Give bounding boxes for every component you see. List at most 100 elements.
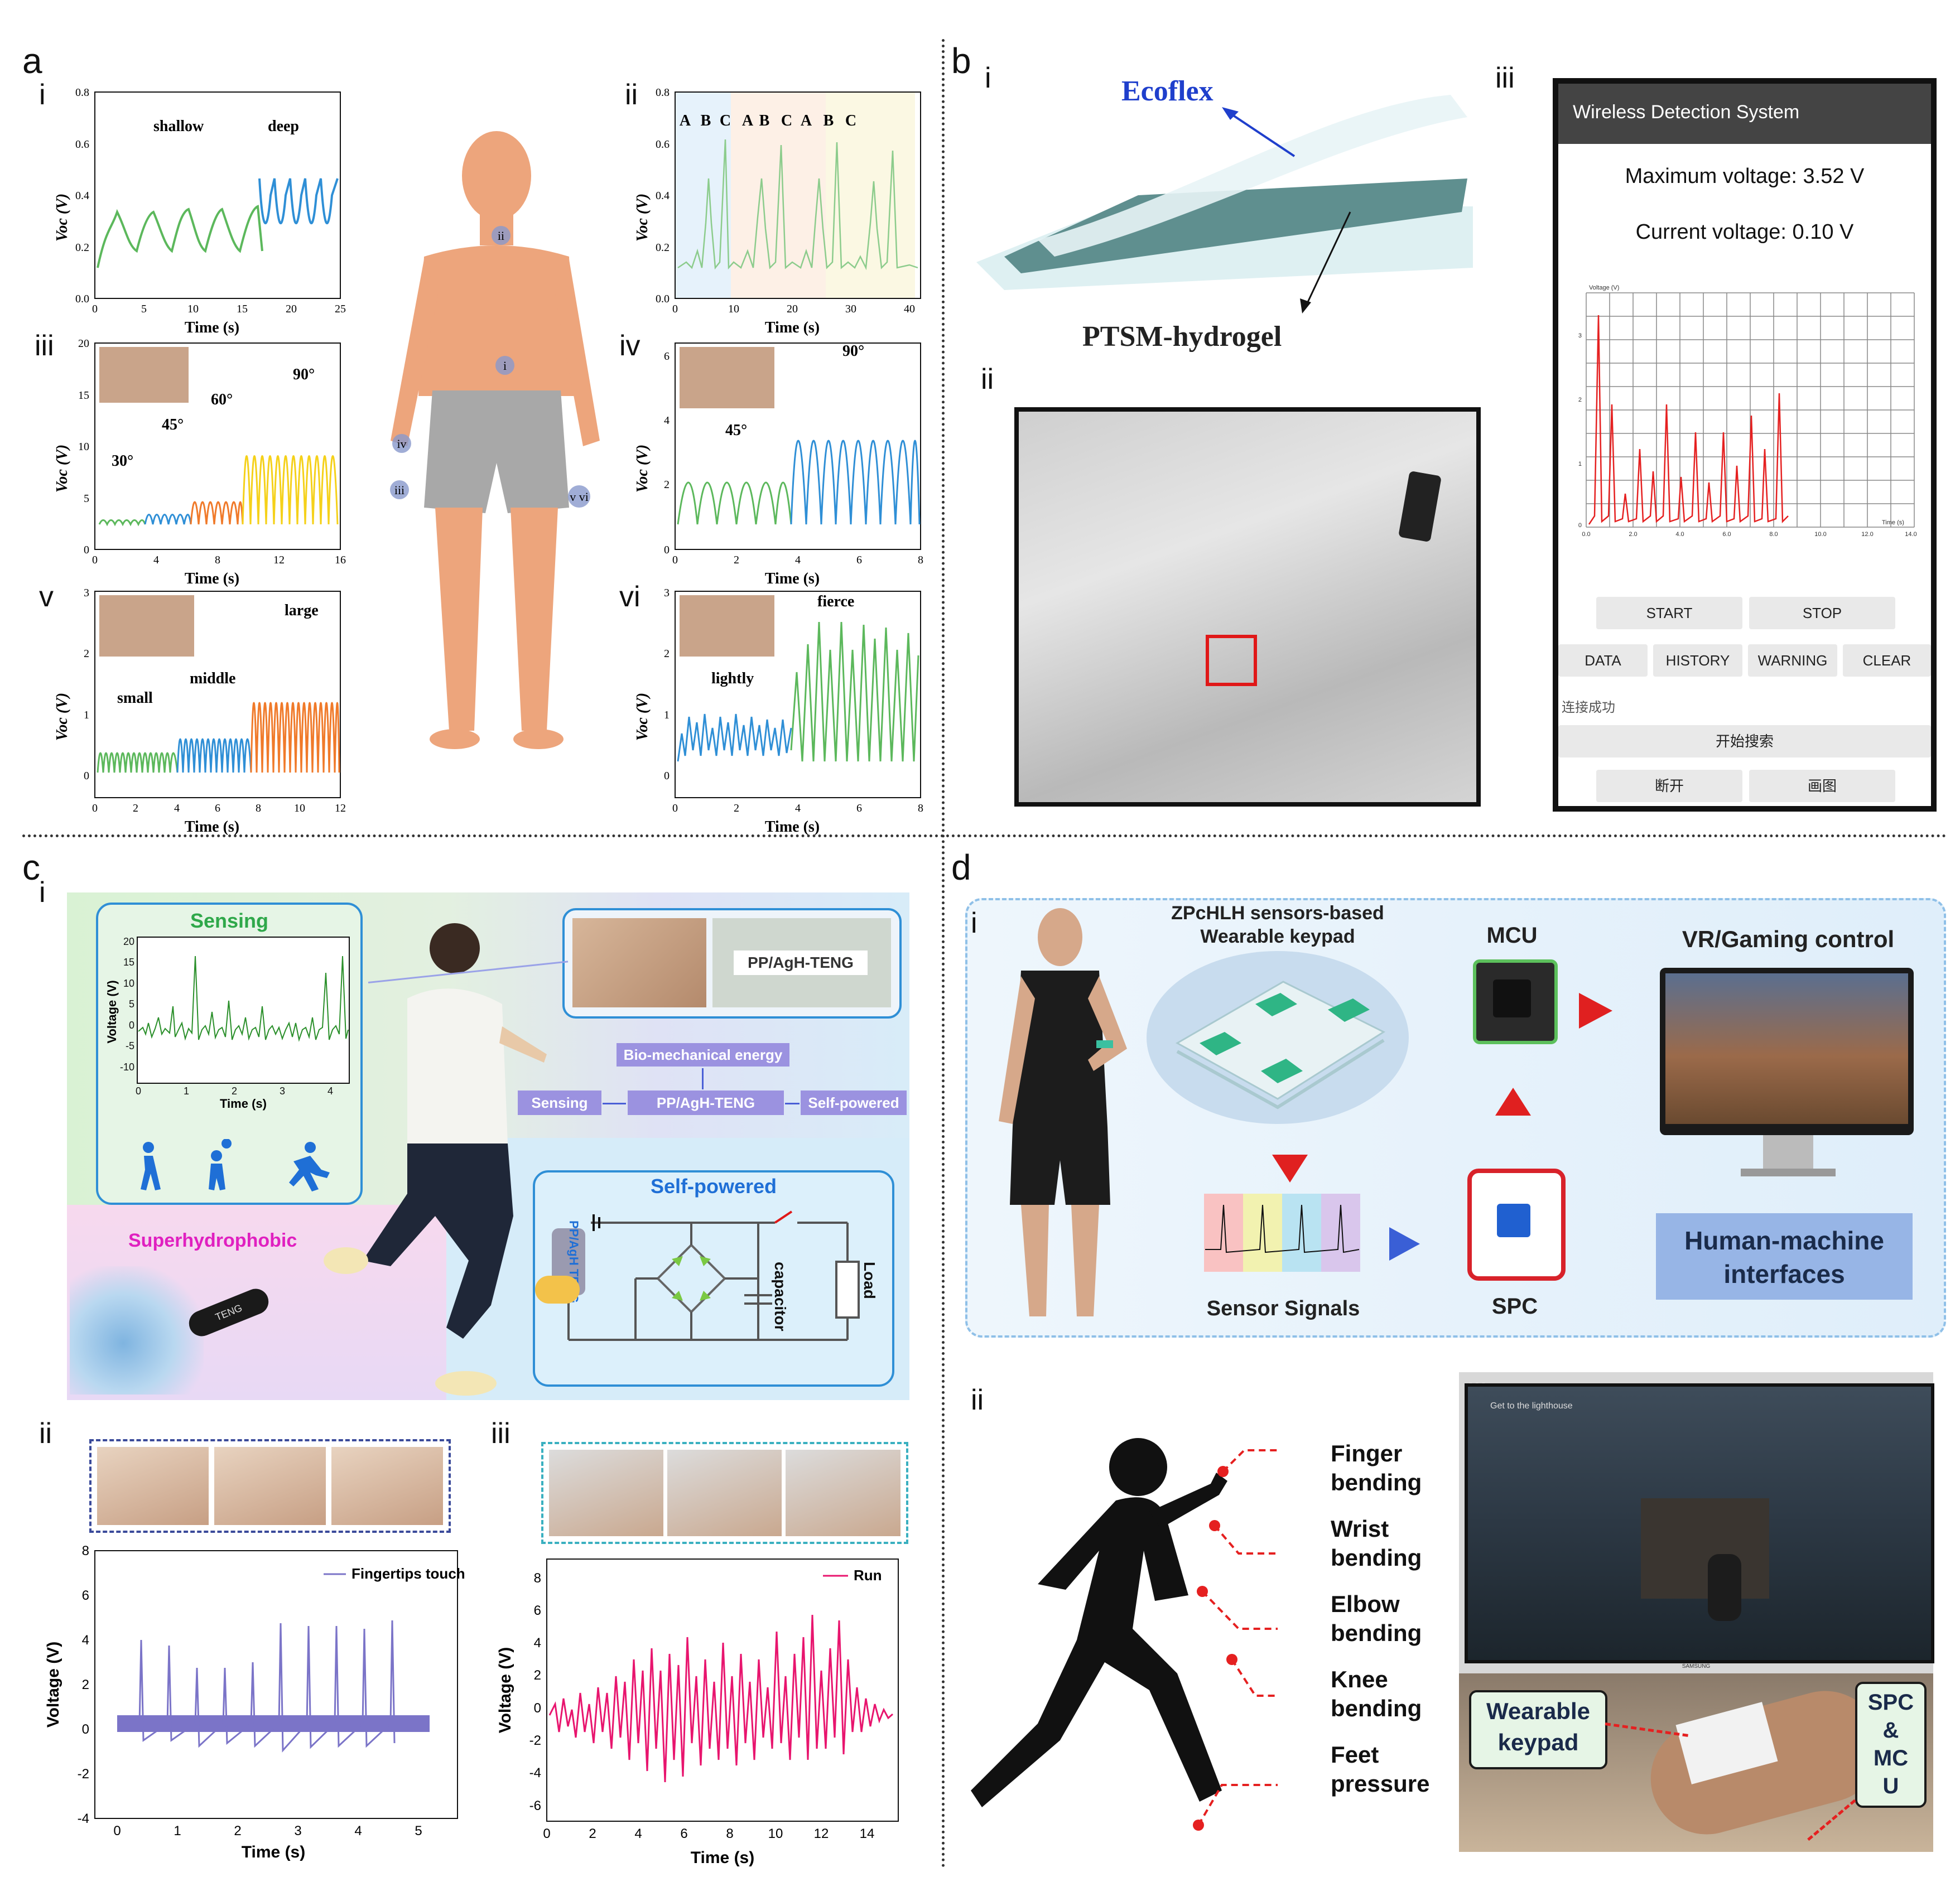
label-elbow-bending: Elbow bending <box>1331 1590 1422 1648</box>
y-tick: 0.2 <box>656 242 670 254</box>
sensing-x-label: Time (s) <box>220 1097 267 1111</box>
vr-monitor <box>1660 968 1914 1135</box>
callout-line: U <box>1882 1774 1899 1798</box>
y-tick: -4 <box>78 1811 89 1826</box>
callout-line: MC <box>1873 1746 1909 1770</box>
clear-button[interactable]: CLEAR <box>1843 644 1931 677</box>
rectifier-circuit: PP/AgH TENG capacitor Load <box>552 1210 878 1341</box>
y-tick: 0 <box>664 544 670 556</box>
annotation-deep: deep <box>268 118 299 135</box>
y-tick: 1 <box>664 709 670 721</box>
x-tick: 0 <box>672 802 678 814</box>
arrow-keypad-to-signals <box>1272 1155 1308 1183</box>
vr-gaming-control-label: VR/Gaming control <box>1682 926 1895 952</box>
y-tick: 5 <box>84 493 89 505</box>
y-tick: 15 <box>123 957 134 968</box>
warning-button[interactable]: WARNING <box>1748 644 1837 677</box>
x-tick: 8 <box>918 802 923 814</box>
y-tick: 20 <box>78 337 89 350</box>
x-tick: 4 <box>795 554 801 566</box>
x-tick: 10 <box>294 802 305 814</box>
load-label: Load <box>861 1262 878 1299</box>
annotation: C <box>781 112 792 129</box>
y-tick: 0.6 <box>656 138 670 151</box>
y-tick: 6 <box>82 1588 89 1603</box>
x-tick: 10 <box>768 1826 783 1841</box>
x-tick: 8 <box>918 554 923 566</box>
label-feet-pressure: Feet pressure <box>1331 1740 1429 1798</box>
marker-fingertip: v vi <box>570 490 589 504</box>
x-tick: 4 <box>174 802 180 814</box>
annotation: small <box>117 689 153 707</box>
y-tick: 2 <box>664 648 670 660</box>
start-button[interactable]: START <box>1596 597 1742 629</box>
legend-run: Run <box>854 1567 882 1584</box>
x-tick: 0 <box>113 1823 121 1839</box>
y-tick: 0.0 <box>656 293 670 305</box>
y-tick: 0 <box>82 1722 89 1737</box>
x-tick: 0 <box>543 1826 550 1841</box>
horizontal-divider <box>22 834 1947 837</box>
y-axis-label: Voltage (V) <box>44 1642 62 1728</box>
x-tick: 0 <box>136 1085 141 1097</box>
annotation: C <box>720 112 731 129</box>
sublabel-d-i: i <box>971 907 977 939</box>
keypad-illustration <box>1147 951 1409 1124</box>
x-tick: 2 <box>133 802 138 814</box>
annotation: 60° <box>211 391 233 408</box>
self-powered-title: Self-powered <box>650 1175 777 1198</box>
x-tick: 12 <box>273 554 285 566</box>
x-tick: 6 <box>680 1826 687 1841</box>
game-objective-text: Get to the lighthouse <box>1490 1401 1573 1411</box>
disconnect-button[interactable]: 断开 <box>1596 770 1742 802</box>
vertical-divider <box>942 39 945 1869</box>
data-button[interactable]: DATA <box>1558 644 1648 677</box>
history-button[interactable]: HISTORY <box>1653 644 1742 677</box>
chart-c-ii: Fingertips touch 8 6 4 2 0 -2 -4 0 1 2 3… <box>44 1543 465 1861</box>
flow-sensing: Sensing <box>518 1091 601 1115</box>
marker-wrist: iv <box>397 437 406 451</box>
superhydrophobic-label: Superhydrophobic <box>128 1230 297 1251</box>
label-wrist-bending: Wrist bending <box>1331 1514 1422 1572</box>
annotation: middle <box>190 670 235 687</box>
start-search-button[interactable]: 开始搜索 <box>1558 725 1931 757</box>
y-tick: 1 <box>84 709 89 721</box>
chart-y-label: Voltage (V) <box>1589 284 1619 291</box>
y-tick: -10 <box>120 1061 134 1073</box>
y-tick: 3 <box>84 587 89 599</box>
running-silhouette <box>971 1438 1278 1831</box>
sublabel-a-v: v <box>39 581 54 613</box>
finger-bend-photo <box>680 347 774 408</box>
label-knee-bending: Knee bending <box>1331 1665 1422 1723</box>
x-tick: 16 <box>335 554 346 566</box>
x-tick: 0.0 <box>1582 531 1590 538</box>
annotation: 90° <box>293 366 315 383</box>
voltage-chart: Voltage (V) Time (s) 3 2 1 0 0.0 2.0 4.0… <box>1578 284 1917 538</box>
device-layers-illustration: Ecoflex PTSM-hydrogel <box>976 75 1473 353</box>
y-tick: 4 <box>534 1635 541 1651</box>
x-tick: 0 <box>672 303 678 315</box>
y-tick: 0 <box>664 770 670 782</box>
label-line: Knee <box>1331 1666 1388 1692</box>
sensor-signals-chart <box>1204 1194 1360 1272</box>
y-tick: -4 <box>529 1765 541 1781</box>
panel-label-d: d <box>951 847 971 887</box>
plot-button[interactable]: 画图 <box>1749 770 1895 802</box>
x-axis-label: Time (s) <box>691 1849 754 1867</box>
stop-button[interactable]: STOP <box>1749 597 1895 629</box>
x-tick: 4 <box>634 1826 642 1841</box>
annotation: large <box>285 602 319 619</box>
hmi-line2: interfaces <box>1723 1260 1845 1289</box>
chart-a-vi: lightly fierce 0 1 2 3 0 2 4 6 8 Time (s… <box>634 587 923 836</box>
sublabel-a-ii: ii <box>625 79 638 111</box>
x-tick: 10 <box>187 303 199 315</box>
y-axis-label: Voc (V) <box>54 693 71 741</box>
finger-photo <box>99 347 189 403</box>
sublabel-c-iii: iii <box>491 1417 511 1450</box>
legend-fingertips-touch: Fingertips touch <box>351 1565 465 1582</box>
monitor-stand <box>1763 1135 1813 1169</box>
x-tick: 30 <box>845 303 856 315</box>
y-tick: -2 <box>529 1733 541 1748</box>
annotation: 30° <box>112 452 133 470</box>
label-finger-bending: Finger bending <box>1331 1439 1422 1497</box>
